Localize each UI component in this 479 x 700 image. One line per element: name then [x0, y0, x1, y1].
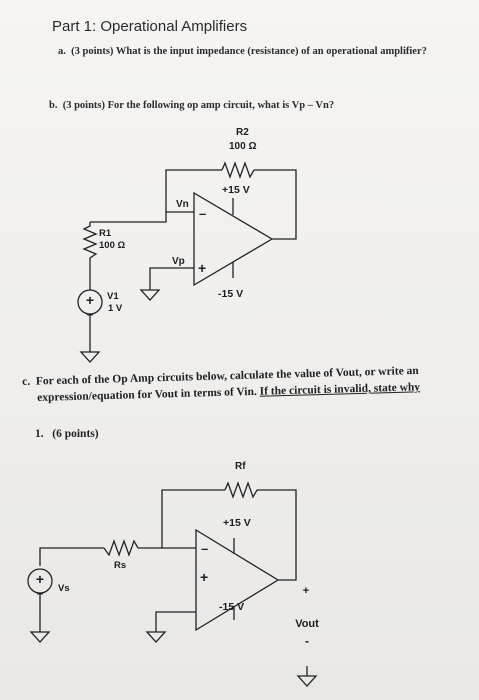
v1-label: V1 [107, 291, 119, 302]
v1-minus-sign: – [87, 309, 93, 321]
pos-supply-b: +15 V [222, 184, 250, 196]
r1-label: R1 [99, 228, 112, 239]
vs-plus-sign: + [36, 571, 44, 587]
vout-plus-sign: + [303, 585, 309, 597]
question-b-marker: b. [49, 100, 58, 111]
page-title: Part 1: Operational Amplifiers [52, 18, 248, 35]
rs-resistor [103, 539, 139, 557]
v1-value: 1 V [108, 303, 123, 314]
ground-symbol [79, 351, 101, 363]
rf-label: Rf [235, 461, 246, 472]
ground-symbol [139, 289, 161, 301]
op-amp-c [195, 528, 280, 632]
neg-supply-b: -15 V [218, 288, 243, 300]
ground-symbol [29, 631, 51, 643]
item-1-marker: 1. [35, 428, 44, 440]
pos-supply-c: +15 V [223, 517, 251, 529]
ground-symbol [296, 675, 318, 687]
r1-resistor [82, 222, 98, 262]
opamp-c-plus-terminal: + [200, 569, 208, 585]
rs-label: Rs [114, 560, 126, 571]
opamp-c-minus-terminal: – [201, 541, 208, 556]
question-a-text: (3 points) What is the input impedance (… [71, 46, 427, 57]
vout-minus-sign: - [305, 634, 309, 648]
opamp-b-minus-terminal: – [199, 206, 206, 221]
item-1-points: (6 points) [52, 428, 99, 440]
ground-symbol [145, 631, 167, 643]
vn-label: Vn [176, 199, 189, 210]
neg-supply-c: -15 V [219, 601, 244, 613]
opamp-b-plus-terminal: + [198, 260, 206, 276]
question-a: a. (3 points) What is the input impedanc… [58, 46, 427, 57]
vs-minus-sign: – [37, 588, 43, 600]
question-b: b. (3 points) For the following op amp c… [49, 100, 334, 111]
item-1: 1. (6 points) [35, 428, 99, 440]
vout-label: Vout [295, 618, 319, 630]
question-a-marker: a. [58, 46, 66, 57]
r1-value: 100 Ω [99, 240, 125, 251]
r2-value: 100 Ω [229, 141, 256, 152]
r2-label: R2 [236, 127, 249, 138]
r2-resistor [221, 161, 255, 179]
vp-label: Vp [172, 256, 185, 267]
question-b-text: (3 points) For the following op amp circ… [62, 100, 335, 111]
vs-label: Vs [58, 583, 70, 594]
rf-resistor [224, 481, 258, 499]
v1-plus-sign: + [86, 292, 94, 308]
